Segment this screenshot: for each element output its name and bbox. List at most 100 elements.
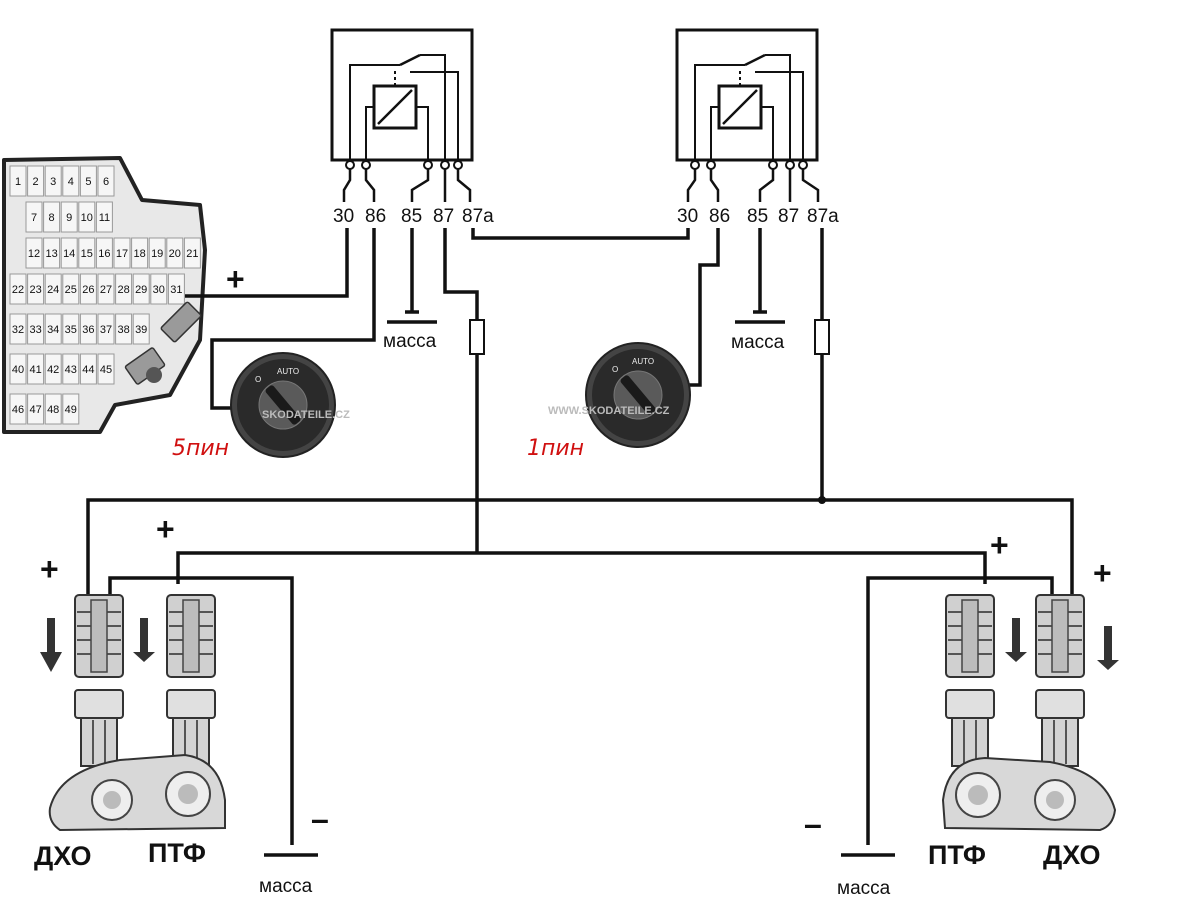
fuse-number: 44	[82, 364, 94, 376]
lamp-label-left-dxo: ДХО	[34, 841, 92, 871]
arrow-down-icon	[1005, 618, 1027, 662]
fuse-slot	[62, 313, 80, 345]
lamp-label-left-ptf: ПТФ	[148, 838, 206, 868]
plus-sign-fusebox: +	[226, 261, 245, 297]
fuse-slot	[62, 165, 80, 197]
fuse-slot	[167, 273, 185, 305]
plus-sign-right-dxo: +	[1093, 555, 1112, 591]
fuse-number: 2	[33, 176, 39, 188]
fuse-slot	[79, 165, 97, 197]
fuse-number: 49	[65, 404, 77, 416]
fuse-slot	[79, 313, 97, 345]
junction-dot	[818, 496, 826, 504]
fuse-number: 46	[12, 404, 24, 416]
fuse-slot	[43, 201, 61, 233]
fuse-number: 6	[103, 176, 109, 188]
fuse-slot	[27, 165, 45, 197]
switch1-label-o: O	[255, 375, 261, 384]
relay-2	[675, 28, 819, 162]
fuse-slot	[62, 393, 80, 425]
fuse-number: 25	[65, 284, 77, 296]
fuse-number: 21	[186, 248, 198, 260]
arrow-down-icon	[1097, 626, 1119, 670]
minus-sign-right: –	[804, 806, 822, 842]
arrow-down-icons	[40, 618, 1119, 672]
fuse-slot	[43, 237, 61, 269]
relay2-pin-86: 86	[709, 206, 730, 227]
relay-terminals	[345, 160, 808, 170]
fuse-number: 20	[169, 248, 181, 260]
relay2-pin-87: 87	[778, 206, 799, 227]
fuse-number: 9	[66, 212, 72, 224]
fuse-slot	[9, 353, 27, 385]
fuse-number: 32	[12, 324, 24, 336]
ground-label-relay2: масса	[731, 332, 785, 353]
connector-right-dxo	[1035, 594, 1085, 767]
lamp-label-right-dxo: ДХО	[1043, 840, 1101, 870]
fuse-slot	[44, 165, 62, 197]
fuse-slot	[115, 273, 133, 305]
fuse-number: 22	[12, 284, 24, 296]
connector-left-dxo	[74, 594, 124, 767]
switch2-watermark: WWW.SKODATEILE.CZ	[548, 405, 670, 417]
relay1-pin-86: 86	[365, 206, 386, 227]
fuse-number: 8	[49, 212, 55, 224]
fuse-slot	[95, 201, 113, 233]
fuse-number: 18	[133, 248, 145, 260]
headlamp-right	[941, 756, 1117, 832]
fuse-slot	[44, 353, 62, 385]
plus-sign-left-ptf: +	[156, 511, 175, 547]
fuse-number: 29	[135, 284, 147, 296]
switch1-label-auto: AUTO	[277, 367, 299, 376]
fuse-slot	[131, 237, 149, 269]
fuse-slot	[27, 273, 45, 305]
arrow-down-icon	[40, 618, 62, 672]
fuse-slot	[44, 393, 62, 425]
fuse-number: 4	[68, 176, 74, 188]
fuse-number: 11	[99, 212, 110, 224]
fuse-slot	[9, 165, 27, 197]
fuse-slot	[44, 313, 62, 345]
fuse-number: 35	[65, 324, 77, 336]
fuse-number: 15	[81, 248, 93, 260]
fuse-slot	[97, 165, 115, 197]
fuse-number: 19	[151, 248, 163, 260]
fuse-number: 34	[47, 324, 59, 336]
fuse-number: 16	[98, 248, 110, 260]
fuse-slot	[132, 273, 150, 305]
fuse-slot	[79, 273, 97, 305]
fuse-slot	[78, 237, 96, 269]
inline-fuse-2	[814, 319, 830, 355]
inline-fuse-1	[469, 319, 485, 355]
fuse-number: 37	[100, 324, 112, 336]
fuse-slot	[25, 201, 43, 233]
fuse-number: 10	[81, 212, 93, 224]
fuse-number: 40	[12, 364, 24, 376]
relay-pin-leads	[342, 169, 820, 202]
fuse-slot	[115, 313, 133, 345]
fuse-number: 5	[85, 176, 91, 188]
relay1-pin-85: 85	[401, 206, 422, 227]
fuse-slot	[9, 313, 27, 345]
fuse-slot	[27, 393, 45, 425]
fuse-slot	[44, 273, 62, 305]
minus-sign-left: –	[311, 801, 329, 837]
fuse-number: 48	[47, 404, 59, 416]
switch2-label-o: O	[612, 365, 618, 374]
ground-icon	[146, 367, 162, 383]
fuse-slot	[78, 201, 96, 233]
fuse-slot	[97, 313, 115, 345]
fuse-slot	[9, 393, 27, 425]
fuse-number: 27	[100, 284, 112, 296]
relay2-pin-30: 30	[677, 206, 698, 227]
fuse-number: 28	[117, 284, 129, 296]
fuse-number: 1	[15, 176, 21, 188]
fuse-number: 42	[47, 364, 59, 376]
fuse-slot	[62, 273, 80, 305]
fuse-number: 43	[65, 364, 77, 376]
fuse-slot	[27, 313, 45, 345]
plus-sign-right-ptf: +	[990, 527, 1009, 563]
fuse-slot	[60, 237, 78, 269]
